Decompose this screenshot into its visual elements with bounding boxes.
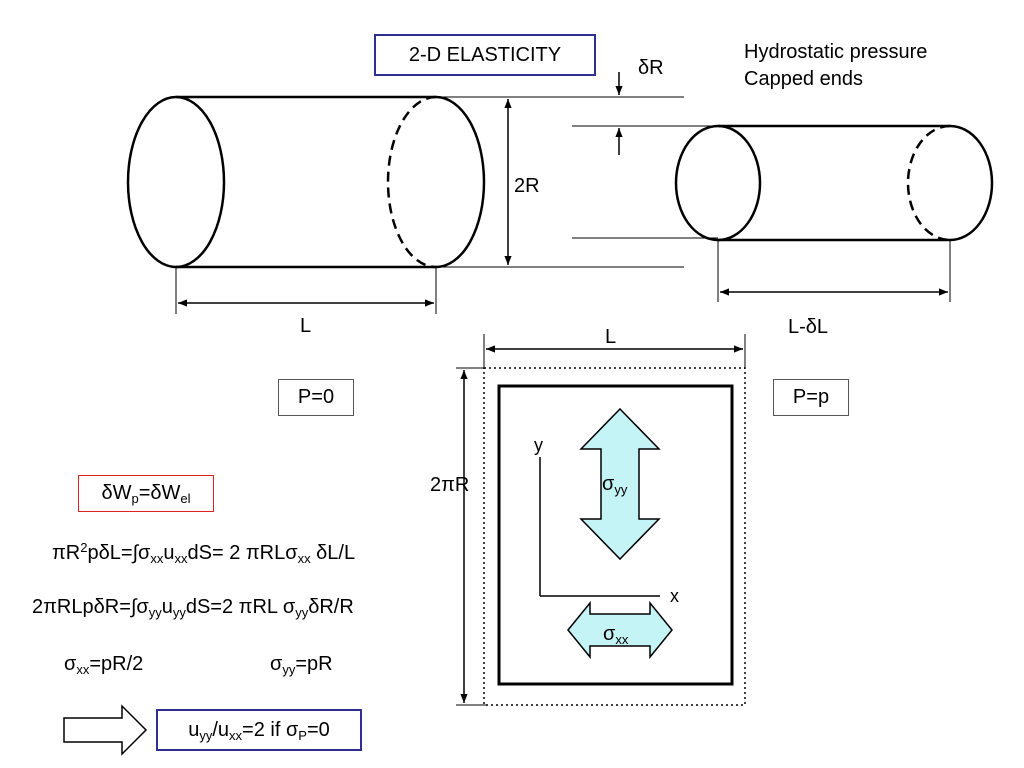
two-r-label: 2R: [514, 175, 540, 197]
sigma-xx-result: σxx=pR/2: [64, 653, 144, 677]
conditions-line-1: Hydrostatic pressure: [744, 41, 928, 63]
right-cylinder-back-face-visible: [949, 124, 994, 242]
left-cylinder: [126, 95, 486, 269]
left-cylinder-back-face-hidden: [386, 95, 437, 269]
title-box: 2-D ELASTICITY: [374, 34, 596, 76]
sigma-xx-double-arrow: [567, 600, 673, 660]
energy-equation-2: 2πRLpδR=∫σyyuyydS=2 πRL σyyδR/R: [32, 596, 354, 620]
coordinate-axes: [539, 457, 660, 597]
plate-inner-border: [497, 384, 734, 686]
unrolled-plate: [483, 367, 746, 706]
reference-lines: [175, 96, 951, 706]
two-pi-r-label: 2πR: [430, 474, 470, 496]
implication-arrow-icon: [63, 704, 148, 756]
conclusion-equation: uyy/uxx=2 if σP=0: [188, 718, 330, 743]
sigma-yy-label: σyy: [602, 473, 628, 497]
conditions-line-2: Capped ends: [744, 68, 863, 90]
delta-r-label: δR: [638, 57, 664, 79]
dimension-arrows: [178, 72, 948, 703]
right-cylinder: [674, 124, 994, 242]
sigma-xx-label: σxx: [603, 623, 629, 647]
title-text: 2-D ELASTICITY: [408, 43, 562, 66]
pressure-box-right: P=p: [773, 379, 849, 416]
pressure-box-left: P=0: [278, 379, 354, 416]
work-balance-box: δWp=δWel: [78, 475, 214, 512]
sigma-yy-double-arrow: [579, 407, 661, 561]
length-label-right: L-δL: [788, 316, 829, 338]
pressure-right-text: P=p: [792, 386, 830, 408]
x-axis-label: x: [670, 586, 679, 606]
right-cylinder-front-face: [674, 124, 762, 242]
sigma-yy-result: σyy=pR: [270, 653, 333, 677]
plate-outer-dotted-border: [483, 367, 746, 706]
length-label-left: L: [300, 315, 312, 337]
left-cylinder-back-face-visible: [435, 95, 486, 269]
left-cylinder-front-face: [126, 95, 226, 269]
work-balance-equation: δWp=δWel: [101, 482, 191, 506]
y-axis-label: y: [534, 435, 543, 455]
conclusion-box: uyy/uxx=2 if σP=0: [156, 709, 362, 751]
length-label-plate: L: [605, 326, 617, 348]
energy-equation-1: πR2pδL=∫σxxuxxdS= 2 πRLσxx δL/L: [52, 540, 356, 566]
pressure-left-text: P=0: [297, 386, 335, 408]
right-cylinder-back-face-hidden: [906, 124, 951, 242]
